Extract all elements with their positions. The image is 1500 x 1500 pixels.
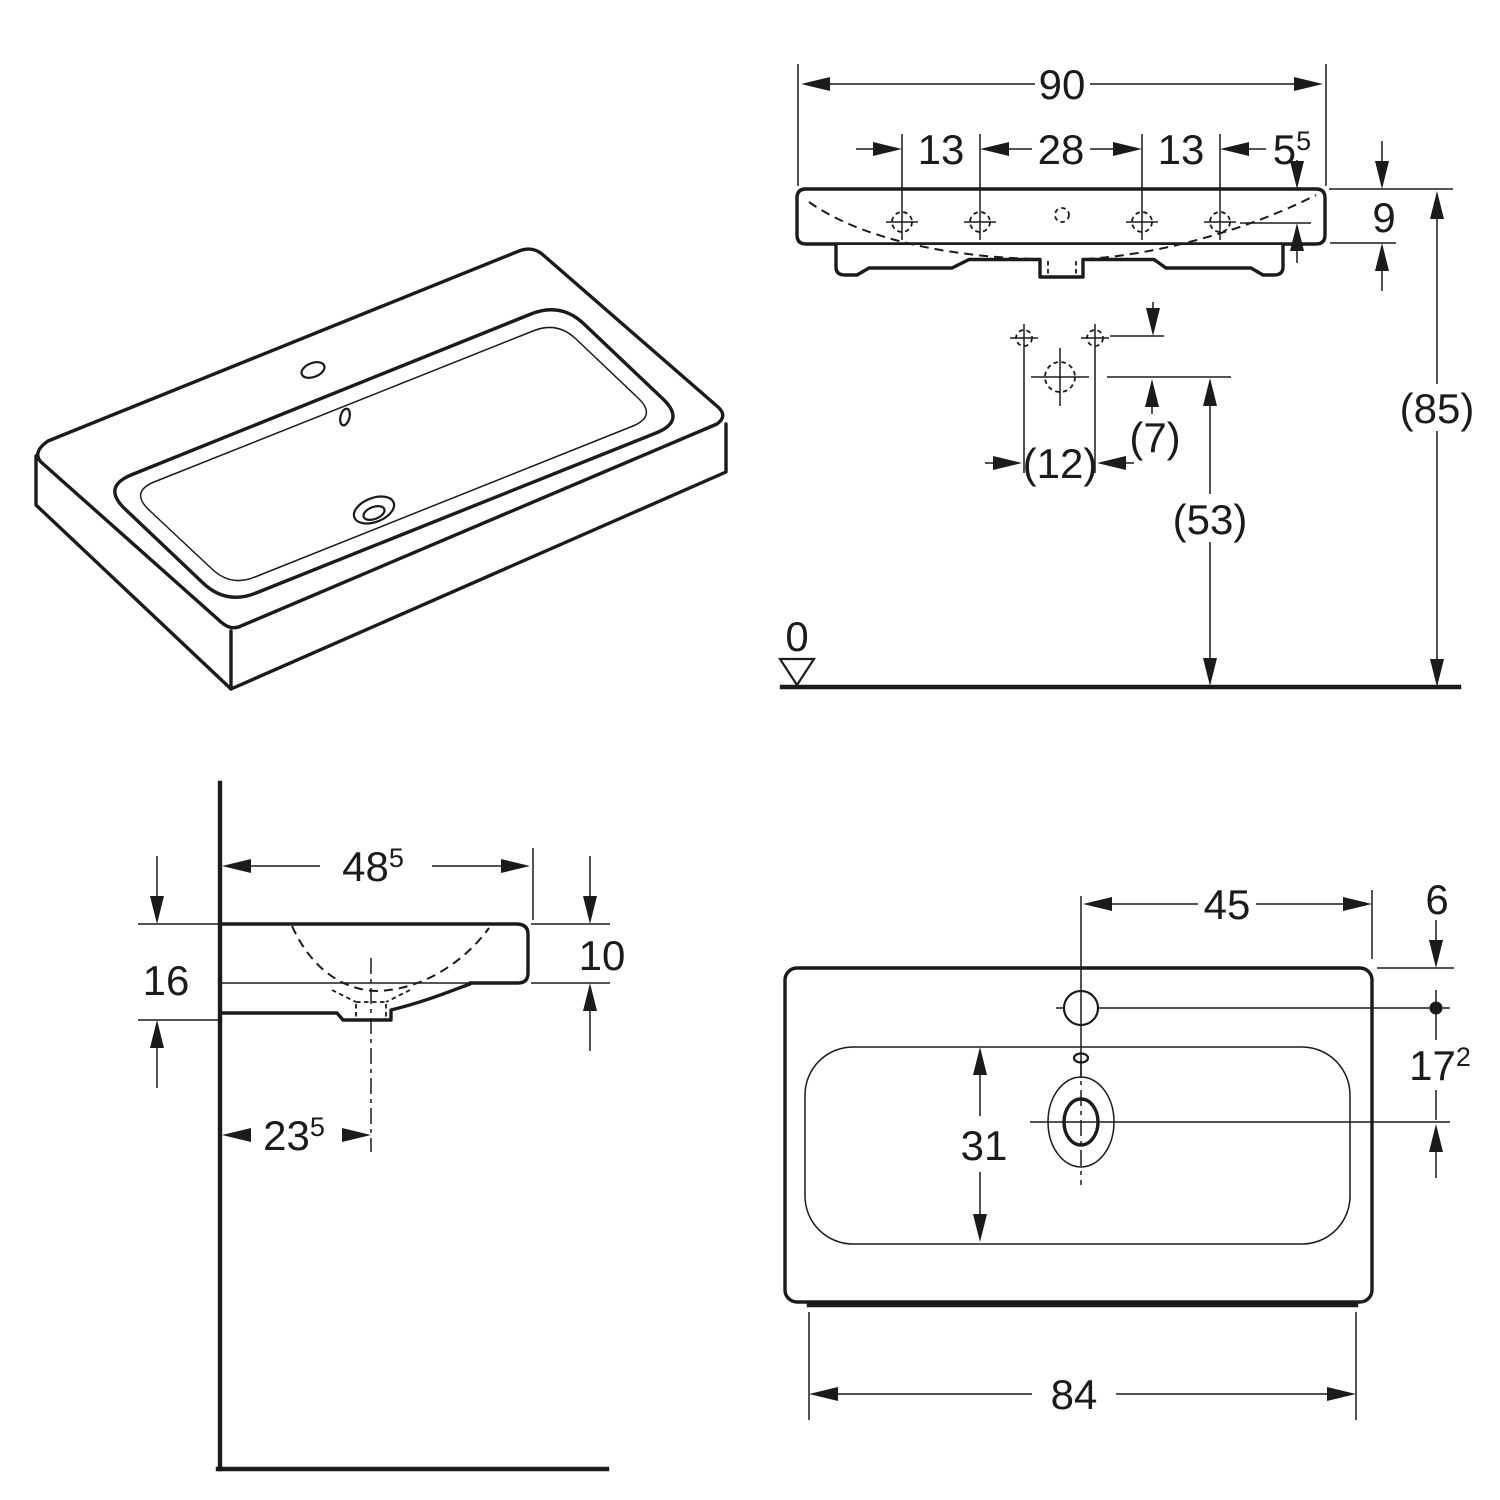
- dim-label-12: (12): [1023, 440, 1098, 487]
- dim-back-height: 16: [143, 856, 190, 1088]
- tap-hole-3d: [300, 361, 326, 379]
- side-section-view: 485 16 10 235: [138, 780, 626, 1472]
- datum-triangle: [777, 657, 817, 688]
- dim-rim-height: 9: [1329, 141, 1453, 291]
- dim-tap-spacings: 13 28 13 55: [856, 126, 1311, 263]
- dim-label-10: 10: [579, 932, 626, 979]
- tap-hole-plan: [1056, 896, 1450, 1078]
- overflow-front: [1054, 207, 1070, 223]
- dim-label-7: (7): [1129, 414, 1180, 461]
- isometric-view: [34, 247, 728, 691]
- dim-lower-width: 84: [808, 1312, 1357, 1420]
- basin-3d-bowl-rim: [113, 308, 675, 599]
- dim-tap-back-offset: 6: [1377, 876, 1454, 969]
- dim-label-23-5: 235: [263, 1112, 325, 1159]
- dim-label-85: (85): [1400, 385, 1475, 432]
- basin-front-rim: [795, 187, 1327, 246]
- dim-depth: 485: [222, 843, 534, 920]
- dim-mount-offset: (7): [1107, 376, 1231, 461]
- drain-3d: [352, 495, 396, 525]
- dim-bowl-depth: 31: [961, 1047, 1008, 1242]
- tap-holes-front: [886, 134, 1311, 240]
- dim-tap-to-edge: 45: [1083, 881, 1373, 959]
- mounting-holes-detail: [1010, 302, 1164, 473]
- dim-label-90: 90: [1039, 61, 1086, 108]
- dim-label-13-left: 13: [918, 126, 965, 173]
- drain-plan: [1030, 1060, 1450, 1185]
- basin-side-profile: [138, 922, 610, 1022]
- dim-label-84: 84: [1051, 1371, 1098, 1418]
- dim-label-9: 9: [1372, 194, 1395, 241]
- dim-drain-height: (53): [1173, 378, 1248, 686]
- dim-front-edge-height: 10: [579, 856, 626, 1051]
- dim-label-31: 31: [961, 1122, 1008, 1169]
- dim-label-0: 0: [785, 613, 808, 660]
- plan-view: 45 6 172 31 84: [783, 876, 1471, 1420]
- dim-label-16: 16: [143, 957, 190, 1004]
- dim-label-13-right: 13: [1158, 126, 1205, 173]
- floor-datum: 0: [777, 613, 1462, 690]
- dim-overall-width: 90: [797, 61, 1327, 186]
- dim-label-6: 6: [1425, 876, 1448, 923]
- dim-mount-spacing: (12): [985, 440, 1134, 487]
- dim-overall-height: (85): [1400, 191, 1475, 687]
- front-elevation-view: 90 13 28 13 55 9: [777, 61, 1475, 690]
- basin-front-apron: [834, 243, 1285, 279]
- dim-label-17-2: 172: [1409, 1042, 1471, 1089]
- dim-tap-to-drain: 172: [1409, 990, 1471, 1178]
- dim-label-28: 28: [1038, 126, 1085, 173]
- dim-label-48-5: 485: [342, 843, 404, 890]
- dim-label-53: (53): [1173, 496, 1248, 543]
- dim-label-45: 45: [1204, 881, 1251, 928]
- overflow-3d: [339, 407, 351, 427]
- bowl-hidden-profile-side: [291, 925, 490, 1152]
- basin-3d-outline: [34, 247, 728, 691]
- dim-drain-offset: 235: [222, 1112, 371, 1159]
- bowl-hidden-profile: [808, 194, 1317, 276]
